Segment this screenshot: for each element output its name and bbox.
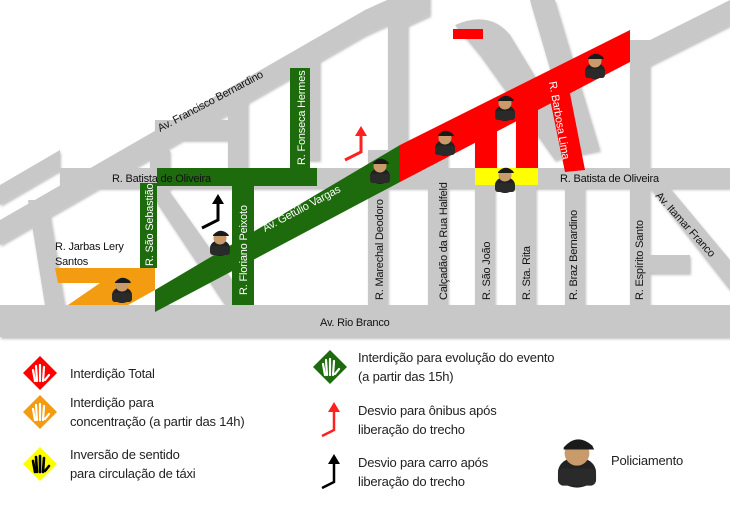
evolution-closure: [140, 68, 400, 312]
label-halfeld: Calçadão da Rua Halfeld: [438, 182, 450, 300]
label-jarbas-1: R. Jarbas Lery: [55, 241, 124, 253]
bus-detour-arrow: [344, 132, 363, 162]
label-fonseca-hermes: R. Fonseca Hermes: [296, 70, 308, 165]
label-espirito-santo: R. Espírito Santo: [634, 220, 646, 300]
concentration-closure: [55, 268, 155, 305]
legend-total: Interdição Total: [22, 355, 155, 391]
label-jarbas-2: Santos: [55, 256, 89, 268]
police-officer-icon: [557, 439, 597, 488]
label-sao-sebastiao: R. São Sebastião: [144, 184, 156, 266]
label-batista-oliveira-right: R. Batista de Oliveira: [560, 173, 660, 185]
legend-evolution: Interdição para evolução do evento(a par…: [312, 348, 554, 386]
label-floriano-peixoto: R. Floriano Peixoto: [238, 205, 250, 295]
car-detour-arrow: [201, 200, 220, 230]
hand-stop-icon: [23, 356, 57, 390]
red-arrow-icon: [321, 402, 340, 438]
legend-police: Policiamento: [555, 430, 683, 490]
event-map: Av. Francisco Bernardino R. Fonseca Herm…: [0, 0, 730, 337]
hand-stop-icon: [23, 395, 57, 429]
label-sta-rita: R. Sta. Rita: [521, 245, 533, 300]
label-itamar-franco: Av. Itamar Franco: [653, 190, 718, 260]
hand-stop-icon: [313, 350, 347, 384]
label-braz-bernardino: R. Braz Bernardino: [568, 210, 580, 300]
hand-stop-icon: [23, 447, 57, 481]
label-batista-oliveira-left: R. Batista de Oliveira: [112, 173, 212, 185]
label-marechal-deodoro: R. Marechal Deodoro: [374, 199, 386, 300]
label-sao-joao: R. São João: [481, 242, 493, 300]
total-closure: [400, 29, 630, 182]
label-rio-branco: Av. Rio Branco: [320, 317, 390, 329]
black-arrow-icon: [321, 454, 340, 490]
